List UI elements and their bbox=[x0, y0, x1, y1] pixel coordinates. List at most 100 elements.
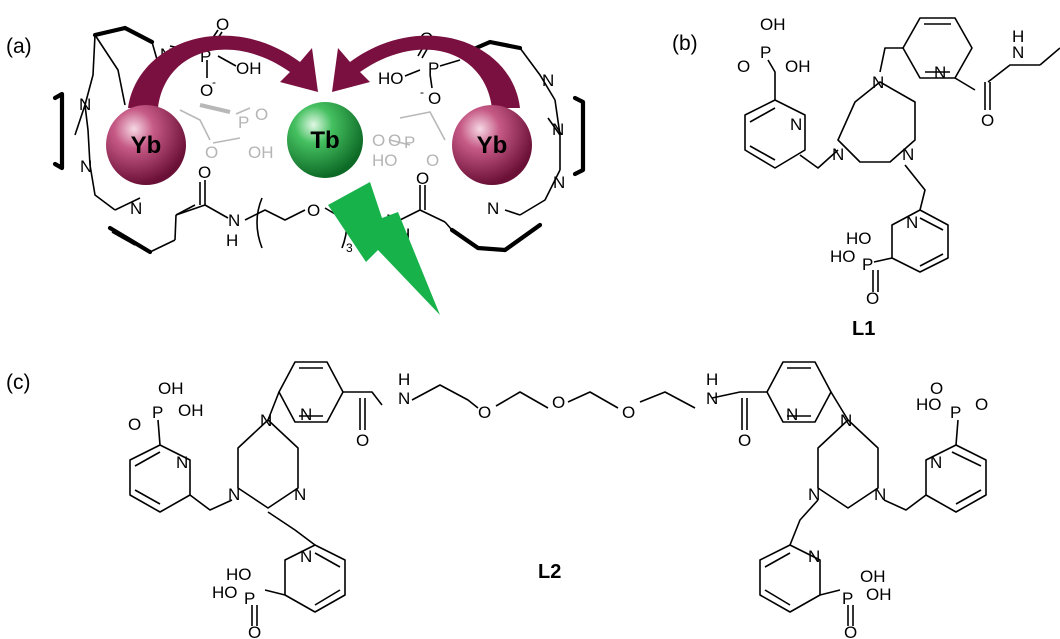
ligand-l2-bonds bbox=[129, 361, 987, 626]
atom-o: O bbox=[198, 163, 211, 182]
atom-n: N bbox=[706, 389, 718, 408]
ion-label-yb-right: Yb bbox=[477, 132, 508, 159]
atom-n: N bbox=[808, 485, 820, 504]
atom-n: N bbox=[130, 199, 142, 218]
panel-a: (a) N N N N bbox=[6, 15, 586, 315]
atom-n: N bbox=[228, 485, 240, 504]
panel-label-a: (a) bbox=[6, 35, 32, 58]
atom-o-grey: O bbox=[255, 105, 268, 124]
panel-c: (c) bbox=[6, 361, 988, 639]
energy-transfer-arrows bbox=[128, 35, 520, 108]
atom-ho-grey: HO bbox=[372, 151, 398, 170]
atom-h: H bbox=[226, 231, 238, 250]
atom-n: N bbox=[930, 453, 942, 472]
atom-o: O bbox=[844, 623, 857, 639]
atom-oh: OH bbox=[178, 401, 204, 420]
atom-n: N bbox=[260, 411, 272, 430]
atom-n: N bbox=[300, 405, 312, 424]
atom-n: N bbox=[808, 547, 820, 566]
atom-o: O bbox=[416, 169, 429, 188]
atom-n: N bbox=[542, 71, 554, 90]
left-complex-framework bbox=[52, 25, 241, 255]
atom-p: P bbox=[862, 255, 873, 274]
atom-o-grey: O bbox=[372, 131, 385, 150]
atom-ho: HO bbox=[846, 229, 872, 248]
atom-ho: HO bbox=[378, 69, 404, 88]
atom-n: N bbox=[832, 145, 844, 164]
panel-b: (b) bbox=[672, 15, 1060, 340]
atom-n: N bbox=[840, 411, 852, 430]
atom-oh-grey: OH bbox=[248, 143, 274, 162]
atom-o: O bbox=[128, 415, 141, 434]
atom-oh: OH bbox=[760, 15, 786, 34]
atom-p-grey: P bbox=[238, 113, 249, 132]
panel-label-c: (c) bbox=[6, 371, 31, 394]
atom-oh: OH bbox=[785, 57, 811, 76]
atom-n: N bbox=[786, 405, 798, 424]
atom-oh: OH bbox=[860, 567, 886, 586]
charge-minus: - bbox=[212, 75, 216, 89]
atom-o-grey: O bbox=[205, 143, 218, 162]
yb-sphere-right bbox=[452, 105, 532, 185]
atom-n: N bbox=[553, 173, 565, 192]
atom-n: N bbox=[1012, 43, 1024, 62]
atom-oh: OH bbox=[158, 379, 184, 398]
atom-o: O bbox=[622, 403, 635, 422]
atom-o: O bbox=[738, 431, 751, 450]
panel-label-b: (b) bbox=[672, 32, 698, 55]
atom-o-minus: O bbox=[200, 81, 213, 100]
atom-p-grey: P bbox=[404, 133, 415, 152]
atom-n: N bbox=[294, 485, 306, 504]
repeat-count: 3 bbox=[346, 241, 353, 255]
atom-p: P bbox=[842, 589, 853, 608]
atom-ho: HO bbox=[916, 395, 942, 414]
atom-o: O bbox=[975, 395, 988, 414]
ion-label-tb: Tb bbox=[310, 127, 339, 154]
atom-o: O bbox=[248, 623, 261, 639]
atom-p: P bbox=[244, 589, 255, 608]
ligand-label-l2: L2 bbox=[538, 561, 561, 583]
atom-p: P bbox=[428, 59, 439, 78]
atom-n: N bbox=[80, 157, 92, 176]
atom-n: N bbox=[300, 547, 312, 566]
atom-o: O bbox=[930, 379, 943, 398]
atom-o-grey: O bbox=[426, 151, 439, 170]
atom-o: O bbox=[737, 57, 750, 76]
atom-n: N bbox=[398, 389, 410, 408]
ligand-l1-bonds bbox=[744, 17, 1060, 292]
ion-label-yb-left: Yb bbox=[131, 132, 162, 159]
atom-n: N bbox=[906, 213, 918, 232]
atom-o: O bbox=[216, 15, 229, 34]
atom-ho: HO bbox=[212, 583, 238, 602]
atom-p: P bbox=[760, 43, 771, 62]
atom-o-grey: O bbox=[388, 131, 401, 150]
atom-o: O bbox=[478, 403, 491, 422]
atom-o: O bbox=[981, 111, 994, 130]
atom-n: N bbox=[790, 115, 802, 134]
atom-n: N bbox=[487, 199, 499, 218]
atom-ho: HO bbox=[226, 565, 252, 584]
atom-n: N bbox=[902, 145, 914, 164]
atom-oh: OH bbox=[866, 585, 892, 604]
atom-h: H bbox=[706, 370, 718, 389]
atom-o-minus: O bbox=[428, 89, 441, 108]
atom-o: O bbox=[866, 289, 879, 308]
atom-n: N bbox=[552, 120, 564, 139]
atom-o: O bbox=[307, 201, 320, 220]
luminescence-bolt-icon bbox=[328, 182, 440, 315]
yb-sphere-left bbox=[106, 105, 186, 185]
ligand-label-l1: L1 bbox=[852, 318, 875, 340]
atom-n: N bbox=[79, 95, 91, 114]
atom-p: P bbox=[152, 403, 163, 422]
atom-n: N bbox=[872, 73, 884, 92]
atom-o: O bbox=[356, 431, 369, 450]
atom-n: N bbox=[176, 453, 188, 472]
atom-n: N bbox=[934, 63, 946, 82]
atom-n: N bbox=[228, 211, 240, 230]
atom-oh: OH bbox=[236, 59, 262, 78]
atom-h: H bbox=[1012, 27, 1024, 46]
atom-p: P bbox=[200, 47, 211, 66]
atom-h: H bbox=[398, 370, 410, 389]
charge-minus: - bbox=[420, 85, 424, 99]
